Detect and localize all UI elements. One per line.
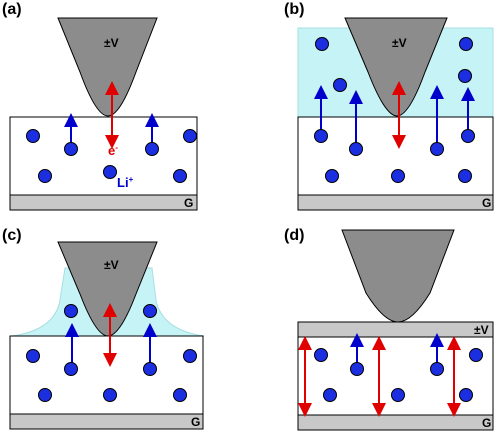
panel-d-ground-electrode xyxy=(297,414,494,431)
li-ion xyxy=(38,169,52,183)
li-ion xyxy=(430,142,444,156)
li-ion xyxy=(459,388,473,402)
li-ion xyxy=(26,129,40,143)
li-ion xyxy=(323,388,337,402)
panel-b: (b) G ±V xyxy=(284,1,494,211)
li-ion xyxy=(325,169,339,183)
panel-d-tip xyxy=(341,229,455,323)
panel-d-ground-label: G xyxy=(482,416,491,430)
panel-b-ground-label: G xyxy=(482,196,491,210)
panel-c: (c) G ±V xyxy=(2,227,205,430)
li-ion xyxy=(173,169,187,183)
panel-c-ground-label: G xyxy=(191,415,200,429)
panel-a-label: (a) xyxy=(2,1,22,18)
panel-c-film xyxy=(9,335,204,415)
li-ion xyxy=(143,304,157,318)
li-ion xyxy=(183,349,197,363)
li-ion xyxy=(103,388,117,402)
li-ion xyxy=(314,348,328,362)
li-ion xyxy=(173,388,187,402)
panel-a-tip xyxy=(57,17,158,117)
panel-d: (d) ±V G xyxy=(284,227,494,431)
panel-a-ground-electrode xyxy=(9,194,198,211)
li-ion xyxy=(183,129,197,143)
li-ion xyxy=(64,304,78,318)
li-ion xyxy=(64,142,78,156)
panel-d-top-electrode xyxy=(297,321,494,338)
li-ion xyxy=(143,362,157,376)
li-ion xyxy=(458,69,472,83)
li-ion xyxy=(461,129,475,143)
panel-d-label: (d) xyxy=(284,227,304,244)
panel-c-label: (c) xyxy=(2,227,22,244)
li-ion xyxy=(469,348,483,362)
panel-a-ground-label: G xyxy=(184,196,193,210)
li-ion xyxy=(350,362,364,376)
li-ion xyxy=(64,362,78,376)
panel-c-tip-label: ±V xyxy=(104,258,119,272)
panel-d-top-electrode-label: ±V xyxy=(474,323,489,337)
li-ion xyxy=(333,78,347,92)
li-ion xyxy=(349,142,363,156)
li-ion xyxy=(26,349,40,363)
li-ion xyxy=(38,388,52,402)
panel-c-ground-electrode xyxy=(9,413,204,430)
li-ion xyxy=(315,37,329,51)
li-ion xyxy=(391,388,405,402)
li-ion-label: Li+ xyxy=(117,175,134,190)
panel-b-ground-electrode xyxy=(297,194,494,211)
panel-b-label: (b) xyxy=(284,1,304,18)
panel-b-tip-label: ±V xyxy=(392,36,407,50)
li-ion xyxy=(459,37,473,51)
electron-label: e- xyxy=(108,143,118,158)
panel-a-tip-label: ±V xyxy=(104,36,119,50)
panel-a: (a) G ±V e- Li+ xyxy=(2,1,198,211)
li-ion xyxy=(458,169,472,183)
li-ion xyxy=(430,362,444,376)
panel-a-film xyxy=(9,116,198,196)
li-ion xyxy=(391,169,405,183)
li-ion xyxy=(314,129,328,143)
panel-b-film xyxy=(297,116,494,196)
li-ion xyxy=(103,165,117,179)
panel-d-film xyxy=(297,336,494,416)
li-ion xyxy=(145,142,159,156)
